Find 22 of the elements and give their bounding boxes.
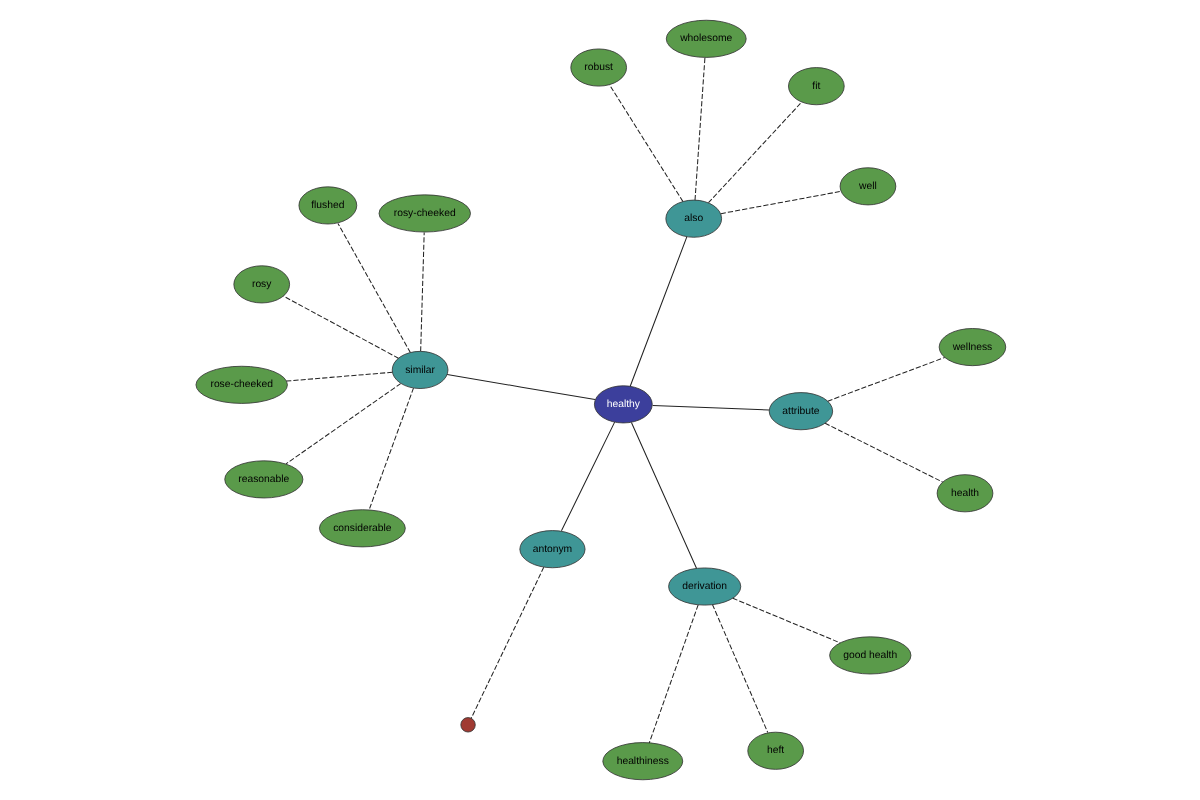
connector: [367, 387, 413, 511]
connector: [629, 422, 696, 569]
node-circle: [459, 717, 475, 733]
connector: [469, 566, 544, 719]
connector: [282, 295, 398, 359]
connector: [284, 371, 392, 382]
connector: [826, 356, 945, 402]
connector: [628, 236, 687, 387]
connector: [711, 604, 768, 733]
connector: [719, 190, 841, 215]
connector: [823, 422, 943, 483]
connector: [445, 374, 595, 401]
connector: [607, 84, 683, 202]
connector: [559, 421, 615, 532]
connector: [419, 231, 424, 352]
connector: [651, 405, 769, 411]
connector: [731, 597, 840, 644]
connector: [284, 383, 401, 465]
connector: [693, 57, 705, 201]
connector: [647, 604, 698, 744]
connector: [336, 222, 410, 353]
connector: [707, 101, 801, 204]
